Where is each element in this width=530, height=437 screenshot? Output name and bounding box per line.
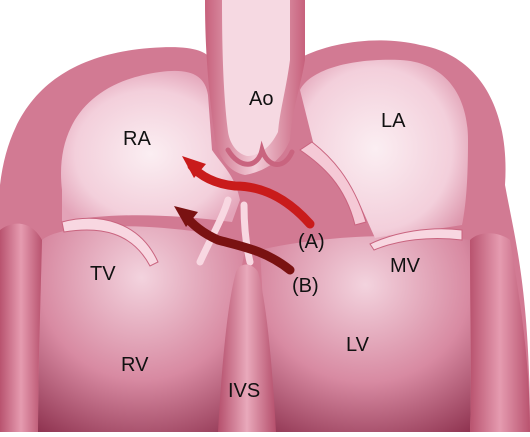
label-interventricular-septum: IVS xyxy=(228,381,260,401)
label-tricuspid-valve: TV xyxy=(90,264,116,284)
label-right-ventricle: RV xyxy=(121,355,148,375)
label-left-atrium: LA xyxy=(381,111,405,131)
label-arrow-b: (B) xyxy=(292,276,319,296)
label-aorta: Ao xyxy=(249,89,273,109)
right-outer-wall-band xyxy=(470,233,530,432)
label-mitral-valve: MV xyxy=(390,256,420,276)
right-ventricle-cavity xyxy=(38,226,245,432)
left-outer-wall-band xyxy=(0,224,42,432)
label-right-atrium: RA xyxy=(123,129,151,149)
label-arrow-a: (A) xyxy=(298,232,325,252)
label-left-ventricle: LV xyxy=(346,335,369,355)
